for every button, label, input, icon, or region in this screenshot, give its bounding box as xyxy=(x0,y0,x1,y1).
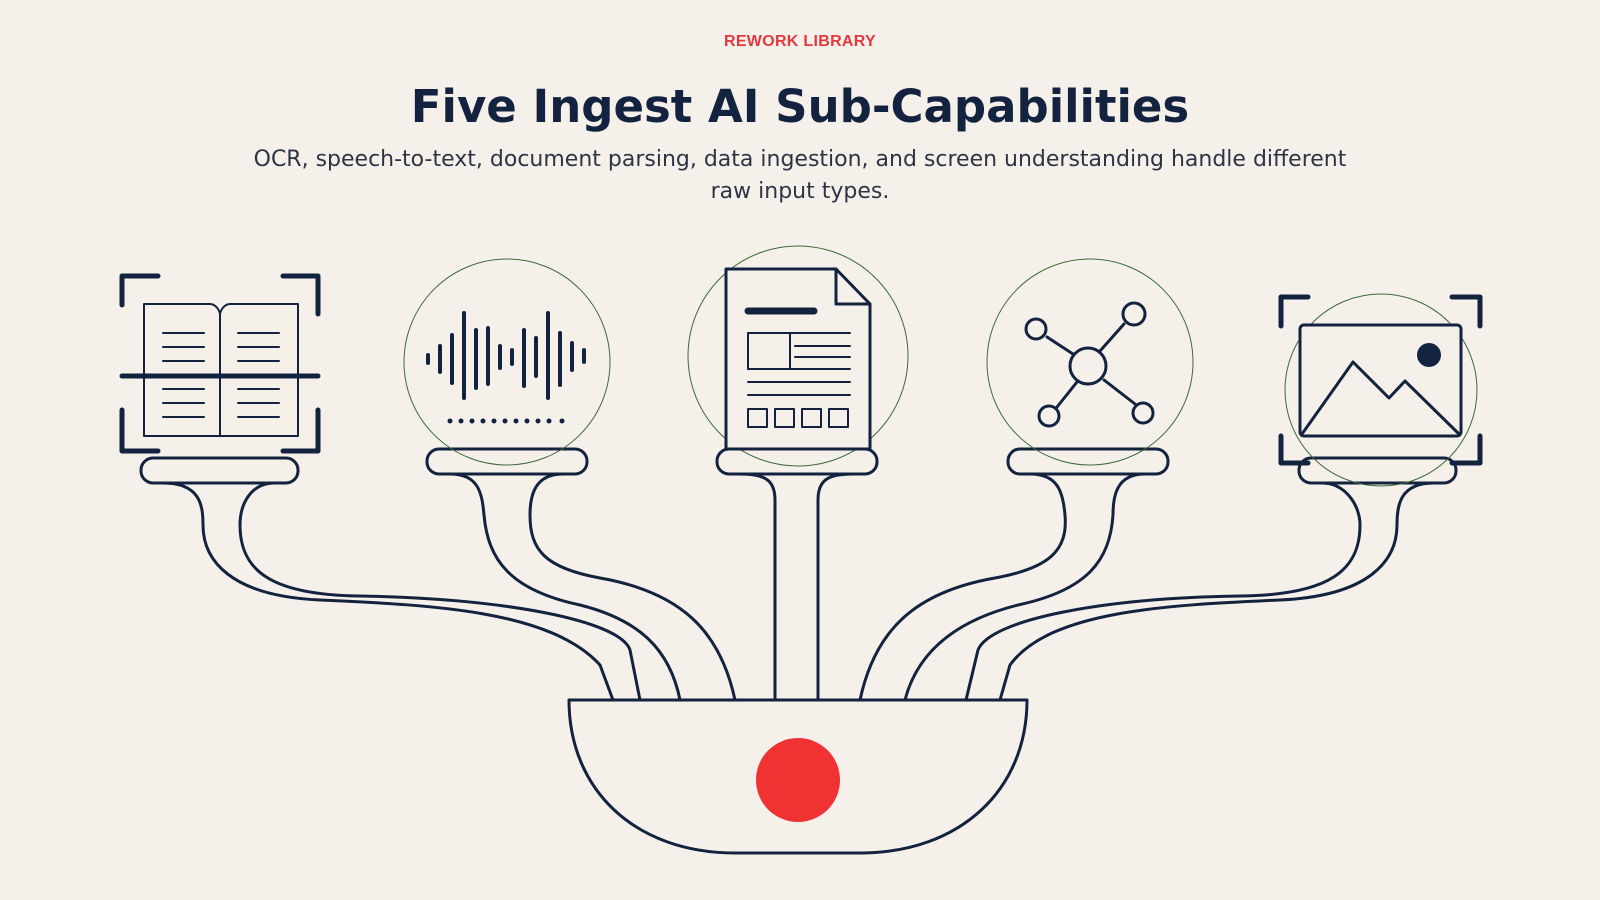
pipe-5-inner xyxy=(998,481,1436,702)
eyebrow-label: REWORK LIBRARY xyxy=(723,33,877,50)
pipe-cap-3 xyxy=(715,447,879,476)
audio-waveform-icon xyxy=(403,258,611,466)
document-page-icon xyxy=(687,245,909,467)
pipe-4-inner xyxy=(903,472,1147,702)
pipe-cap-2 xyxy=(425,447,589,476)
pipe-2-inner xyxy=(528,472,737,702)
pipe-cap-1 xyxy=(139,456,300,485)
pipe-1-outer xyxy=(161,481,615,702)
pipe-cap-5 xyxy=(1297,456,1458,485)
pipe-2-outer xyxy=(448,472,682,702)
pipe-3-inner xyxy=(816,472,855,702)
pipe-3-outer xyxy=(738,472,777,702)
page-subtitle: OCR, speech-to-text, document parsing, d… xyxy=(253,147,1347,204)
red-dot xyxy=(756,738,840,822)
ingest-bowl xyxy=(567,698,1029,855)
ocr-book-scan-icon xyxy=(119,273,321,454)
screen-image-capture-icon xyxy=(1278,293,1483,487)
pipe-5-outer xyxy=(964,481,1362,702)
pipe-1-inner xyxy=(238,481,642,702)
pipes xyxy=(139,447,1458,702)
data-network-nodes-icon xyxy=(986,258,1194,466)
page-title: Five Ingest AI Sub-Capabilities xyxy=(410,80,1190,133)
pipe-cap-4 xyxy=(1006,447,1170,476)
pipe-4-outer xyxy=(858,472,1067,702)
